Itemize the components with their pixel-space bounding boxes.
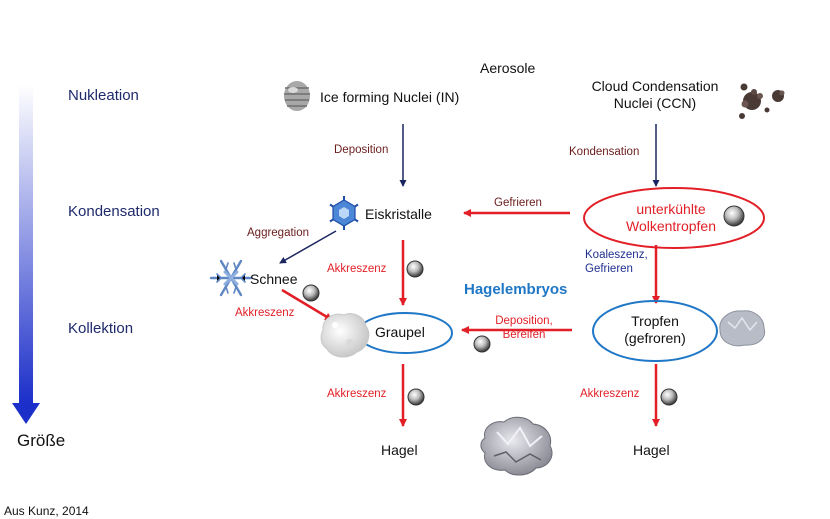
node-ccn: Cloud Condensation Nuclei (CCN) (580, 78, 730, 112)
process-koaleszenz-line2: Gefrieren (585, 262, 633, 275)
process-deposition: Deposition (334, 144, 389, 156)
wolkentropfen-ellipse (583, 187, 765, 249)
stage-nukleation: Nukleation (68, 87, 139, 104)
source-credit: Aus Kunz, 2014 (4, 504, 89, 518)
frozen-drop-icon (719, 310, 766, 347)
process-akkreszenz-eis: Akkreszenz (327, 263, 387, 275)
process-deposition-bereifen-line2: Bereifen (502, 328, 546, 341)
ccn-particle-icon (739, 83, 785, 119)
process-koaleszenz: Koaleszenz, Gefrieren (585, 249, 648, 277)
hagelembryos-label: Hagelembryos (464, 281, 568, 298)
stage-kollektion: Kollektion (68, 320, 134, 337)
size-axis-arrow (12, 85, 40, 424)
ice-crystal-icon (329, 196, 359, 230)
node-wolkentropfen: unterkühlte Wolkentropfen (606, 201, 736, 235)
water-droplet-icon (302, 205, 745, 406)
node-hagel-left: Hagel (381, 442, 418, 458)
hail-icon (480, 416, 553, 476)
dust-particle-icon (284, 81, 310, 111)
aggregation-arrow (279, 230, 337, 264)
size-axis-label: Größe (17, 431, 66, 450)
process-deposition-bereifen: Deposition, Bereifen (484, 315, 564, 343)
process-akkreszenz-tropfen: Akkreszenz (580, 388, 640, 400)
process-gefrieren: Gefrieren (494, 197, 542, 209)
node-ccn-line1: Cloud Condensation (591, 78, 719, 94)
tropfen-ellipse (592, 300, 718, 362)
stage-kondensation: Kondensation (68, 203, 160, 220)
node-wolkentropfen-line1: unterkühlte (636, 201, 706, 217)
snowflake-icon (209, 259, 253, 297)
node-ice-nuclei: Ice forming Nuclei (IN) (320, 89, 460, 105)
process-kondensation: Kondensation (569, 146, 640, 158)
node-wolkentropfen-line2: Wolkentropfen (625, 217, 716, 234)
node-schnee: Schnee (250, 271, 298, 287)
node-hagel-right: Hagel (633, 442, 670, 458)
process-akkreszenz-graupel: Akkreszenz (327, 388, 387, 400)
process-deposition-bereifen-line1: Deposition, (495, 315, 553, 327)
akkreszenz-schnee-arrow (281, 288, 333, 322)
process-koaleszenz-line1: Koaleszenz, (585, 249, 648, 261)
process-aggregation: Aggregation (247, 227, 310, 239)
node-tropfen-line2: (gefroren) (624, 329, 686, 346)
node-tropfen: Tropfen (gefroren) (605, 313, 705, 347)
graupel-icon (320, 313, 370, 358)
node-ccn-line2: Nuclei (CCN) (613, 94, 697, 111)
node-graupel: Graupel (375, 324, 425, 340)
node-aerosole: Aerosole (480, 60, 536, 76)
process-akkreszenz-schnee: Akkreszenz (235, 307, 295, 319)
node-eiskristalle: Eiskristalle (365, 206, 432, 222)
node-tropfen-line1: Tropfen (631, 313, 679, 329)
